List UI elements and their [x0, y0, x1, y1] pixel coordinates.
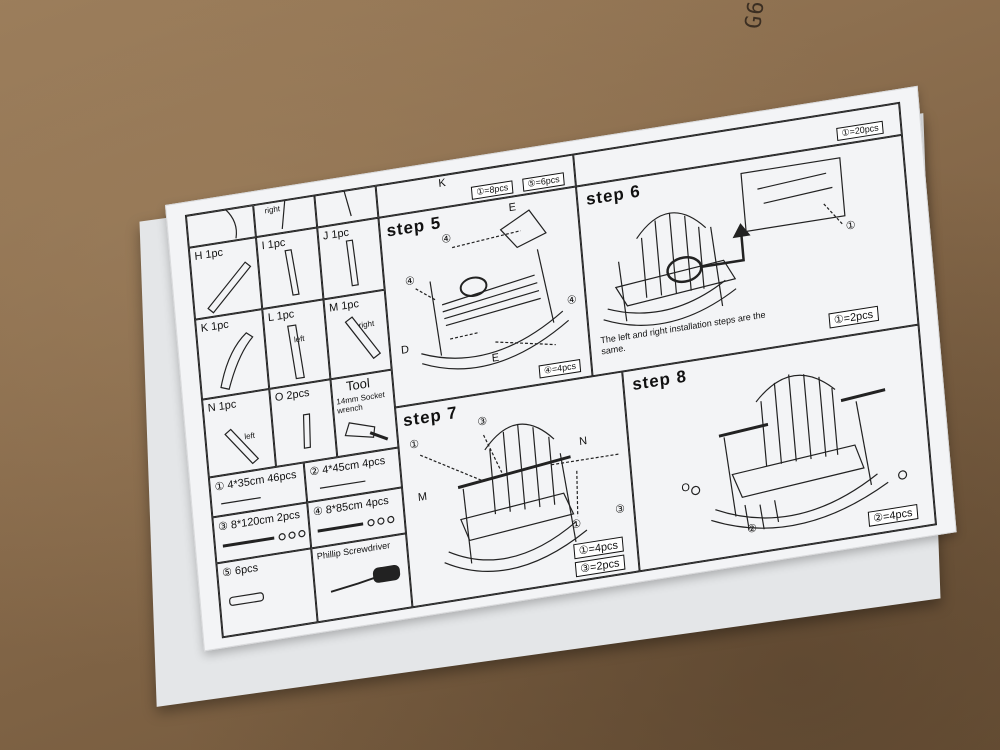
prev-step-k-label: K: [438, 176, 447, 190]
step-5-drawing: [415, 209, 569, 370]
instruction-grid: right H 1pc I 1pc J 1pc K 1pc L 1pc left…: [184, 101, 938, 639]
step-8-panel: step 8 O ② ②=4pcs: [622, 324, 936, 572]
step-7-drawing: [419, 423, 621, 573]
step-7-panel: step 7 ① ③ M N ① ③ ①=4pcs ③=2pcs: [395, 371, 640, 608]
step-8-drawing: [691, 374, 908, 530]
instruction-sheet-wrapper: right H 1pc I 1pc J 1pc K 1pc L 1pc left…: [165, 85, 957, 652]
step-5-panel: step 5 E ④ ④ D E ④ ④=4pcs: [378, 186, 593, 408]
parts-drawings: [207, 190, 401, 606]
instruction-sheet: right H 1pc I 1pc J 1pc K 1pc L 1pc left…: [165, 85, 957, 652]
step-6-drawing: [603, 157, 846, 326]
step-6-panel: step 6 The left and right installation s…: [575, 134, 919, 377]
